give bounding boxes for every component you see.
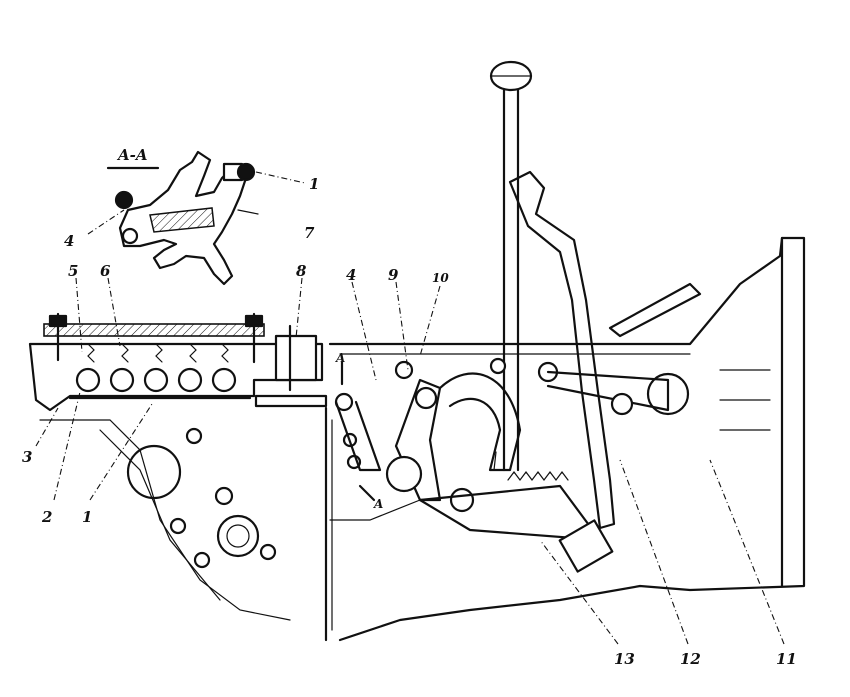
leader-9 [395, 281, 409, 371]
section-a-a-detail: A-A [87, 146, 306, 286]
leader-2 [53, 391, 81, 501]
callout-13: 13 [614, 650, 635, 668]
leader-6 [107, 277, 121, 347]
callout-labels: 1 4 7 5 6 8 4 9 10 3 2 1 13 12 11 [22, 175, 797, 668]
top-bracket [608, 282, 702, 338]
stud-3 [169, 517, 187, 535]
callout-6: 6 [100, 262, 111, 280]
lever-boss [385, 455, 423, 493]
leader-10 [419, 285, 441, 357]
medium-bore [216, 514, 260, 558]
leader-lines [35, 277, 785, 645]
callout-4-top: 4 [64, 232, 74, 250]
large-bore [126, 444, 182, 500]
link-a [334, 400, 382, 472]
spring-3 [155, 343, 163, 363]
leader-12 [619, 459, 689, 645]
block-8 [274, 334, 318, 382]
callout-4-mid: 4 [346, 266, 356, 284]
callout-8: 8 [296, 262, 307, 280]
rail-1 [75, 367, 101, 393]
rail-5 [211, 367, 237, 393]
long-link [546, 370, 670, 412]
leader-8 [295, 277, 303, 339]
spring-cap [558, 519, 614, 573]
link-hole-1 [342, 432, 358, 448]
callout-3: 3 [22, 448, 32, 466]
rail-housing [28, 312, 328, 412]
selector-body-section [118, 150, 248, 286]
bolt-head [114, 190, 134, 210]
section-title: A-A [116, 146, 148, 164]
rail-2 [109, 367, 135, 393]
spring-2 [121, 343, 129, 363]
cover-plate [43, 323, 265, 337]
stud-5 [259, 543, 277, 561]
spring-1 [87, 343, 95, 363]
spring-4 [189, 343, 197, 363]
pivot-4 [394, 360, 414, 380]
callout-7: 7 [304, 224, 315, 242]
housing-outline [28, 342, 324, 412]
callout-9: 9 [388, 266, 399, 284]
leader-1-top [255, 171, 306, 184]
leader-11 [709, 459, 785, 645]
block-contour-1 [39, 419, 291, 621]
section-mark-top: A [335, 351, 345, 365]
pushrod [329, 499, 421, 521]
section-hatch [149, 207, 215, 233]
leader-3 [35, 407, 59, 447]
callout-2: 2 [41, 508, 52, 526]
link-hole-2 [346, 454, 362, 470]
rod-link [254, 394, 328, 408]
quadrant-pivot [449, 487, 475, 513]
stud-4 [193, 551, 211, 569]
leader-4-mid [351, 281, 377, 381]
section-mark-bottom: A [373, 497, 383, 511]
stud-1 [185, 427, 203, 445]
leader-7 [237, 209, 259, 215]
rack-teeth [507, 471, 569, 481]
leader-13 [539, 539, 619, 645]
pivot-9 [414, 386, 438, 410]
medium-bore-inner [226, 524, 250, 548]
housing-outline-right [328, 236, 806, 642]
callout-1-bot: 1 [82, 508, 92, 526]
link-washer [610, 392, 634, 416]
clutch-pedal [508, 170, 616, 530]
callout-10: 10 [432, 271, 449, 285]
stud-2 [214, 486, 234, 506]
block-contour-2 [99, 429, 221, 601]
bolt-5-head [48, 314, 68, 328]
hook-pin [493, 451, 501, 471]
curved-arm [438, 372, 522, 472]
leader-1-bot [89, 403, 153, 501]
section-marks: A A [335, 351, 383, 511]
callout-12: 12 [680, 650, 701, 668]
callout-11: 11 [776, 650, 797, 668]
rail-3 [143, 367, 169, 393]
section-arrow-bottom [358, 484, 376, 502]
pivot-hole [121, 227, 139, 245]
spring-5 [221, 343, 229, 363]
callout-5: 5 [68, 262, 78, 280]
callout-1-top: 1 [309, 175, 319, 193]
rail-4 [177, 367, 203, 393]
leader-5 [75, 277, 83, 353]
leader-4-top [87, 209, 125, 235]
engine-block [39, 406, 333, 642]
pivot-10 [489, 357, 507, 375]
gearbox-housing [328, 60, 806, 642]
bolt-right-head [244, 314, 264, 328]
ball-joint [236, 162, 256, 182]
